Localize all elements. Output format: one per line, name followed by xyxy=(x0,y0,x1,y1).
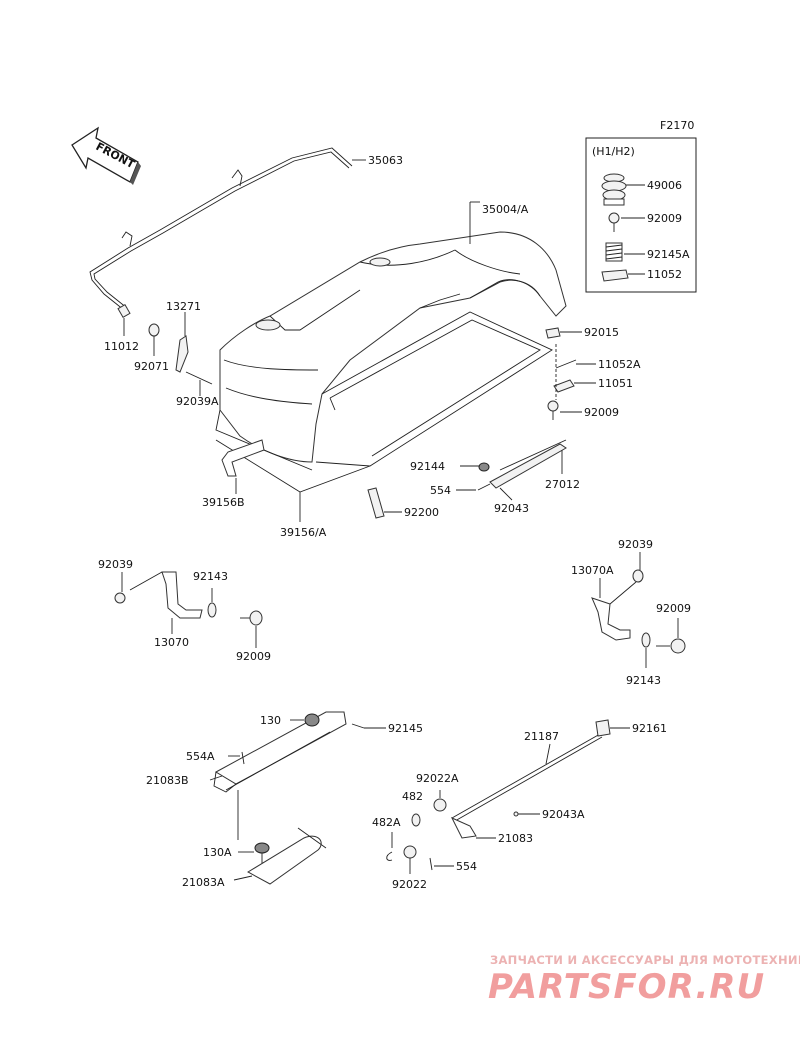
spring-icon xyxy=(605,242,623,262)
seal-39156: 39156B 39156/A xyxy=(202,439,327,539)
part-number: 92009 xyxy=(236,650,271,663)
part-number: 35004/A xyxy=(482,203,529,216)
variant-inset: (H1/H2) 49006 92009 9214 xyxy=(585,137,697,293)
latch-hardware-right: 92015 11052A 11051 92009 xyxy=(545,326,641,420)
lever-assembly-21083b: 130 92145 554A 21083B 130A 21083A xyxy=(146,711,423,889)
part-number: 21083 xyxy=(498,832,533,845)
strip-92200: 92200 xyxy=(367,487,439,519)
hinge-13271: 13271 92071 92039A xyxy=(134,300,219,408)
watermark-brand: PARTSFOR.RU xyxy=(488,967,765,1007)
part-number: 554A xyxy=(186,750,215,763)
part-number: 92022 xyxy=(392,878,427,891)
part-number: 39156B xyxy=(202,496,245,509)
watermark-caption: ЗАПЧАСТИ И АКСЕССУАРЫ ДЛЯ МОТОТЕХНИКИ xyxy=(490,953,800,967)
part-number: 92039A xyxy=(176,395,219,408)
part-number: 39156/A xyxy=(280,526,327,539)
bolt-icon xyxy=(240,610,263,626)
figure-code: F2170 xyxy=(660,119,694,132)
part-number: 130 xyxy=(260,714,281,727)
part-number: 92009 xyxy=(656,602,691,615)
part-number: 13271 xyxy=(166,300,201,313)
bump-stop-icon xyxy=(601,173,627,206)
part-number: 11012 xyxy=(104,340,139,353)
part-number: 92009 xyxy=(647,212,682,225)
bolt-icon xyxy=(656,638,686,654)
part-number: 49006 xyxy=(647,179,682,192)
part-number: 92145 xyxy=(388,722,423,735)
part-number: 35063 xyxy=(368,154,403,167)
part-number: 21083B xyxy=(146,774,189,787)
part-number: 92143 xyxy=(193,570,228,583)
part-number: 92022A xyxy=(416,772,459,785)
part-number: 92161 xyxy=(632,722,667,735)
part-number: 92043 xyxy=(494,502,529,515)
part-number: 13070A xyxy=(571,564,614,577)
part-number: 11051 xyxy=(598,377,633,390)
part-number: 554 xyxy=(430,484,451,497)
part-number: 21083A xyxy=(182,876,225,889)
part-number: 11052A xyxy=(598,358,641,371)
part-number: 482 xyxy=(402,790,423,803)
part-number: 130A xyxy=(203,846,232,859)
part-number: 92015 xyxy=(584,326,619,339)
part-number: 92039 xyxy=(98,558,133,571)
bolt-icon xyxy=(608,212,620,232)
part-number: 554 xyxy=(456,860,477,873)
part-number: 92009 xyxy=(584,406,619,419)
bracket-13070a: 92039 13070A 92143 92009 xyxy=(571,538,691,687)
body-cover-35004: 35004/A xyxy=(215,201,567,493)
part-number: 92145A xyxy=(647,248,690,261)
rod-assembly-21187: 92161 21187 92022A 482 21083 92043A 482A… xyxy=(372,719,667,891)
part-number: 21187 xyxy=(524,730,559,743)
part-number: 482A xyxy=(372,816,401,829)
watermark: ЗАПЧАСТИ И АКСЕССУАРЫ ДЛЯ МОТОТЕХНИКИ PA… xyxy=(488,953,800,1007)
part-number: 92071 xyxy=(134,360,169,373)
part-number: 13070 xyxy=(154,636,189,649)
clip-icon xyxy=(601,269,629,282)
latch-rod-27012: 92144 554 92043 27012 xyxy=(410,439,580,515)
part-number: 92039 xyxy=(618,538,653,551)
part-number: 27012 xyxy=(545,478,580,491)
part-number: 92144 xyxy=(410,460,445,473)
front-arrow-icon: FRONT xyxy=(71,126,141,185)
part-number: 11052 xyxy=(647,268,682,281)
variant-label: (H1/H2) xyxy=(592,145,635,158)
part-number: 92143 xyxy=(626,674,661,687)
bracket-13070: 92039 92143 13070 92009 xyxy=(98,558,271,663)
part-number: 92200 xyxy=(404,506,439,519)
bolt-icon xyxy=(254,842,270,870)
rod-35063: 35063 11012 xyxy=(89,147,403,353)
part-number: 92043A xyxy=(542,808,585,821)
